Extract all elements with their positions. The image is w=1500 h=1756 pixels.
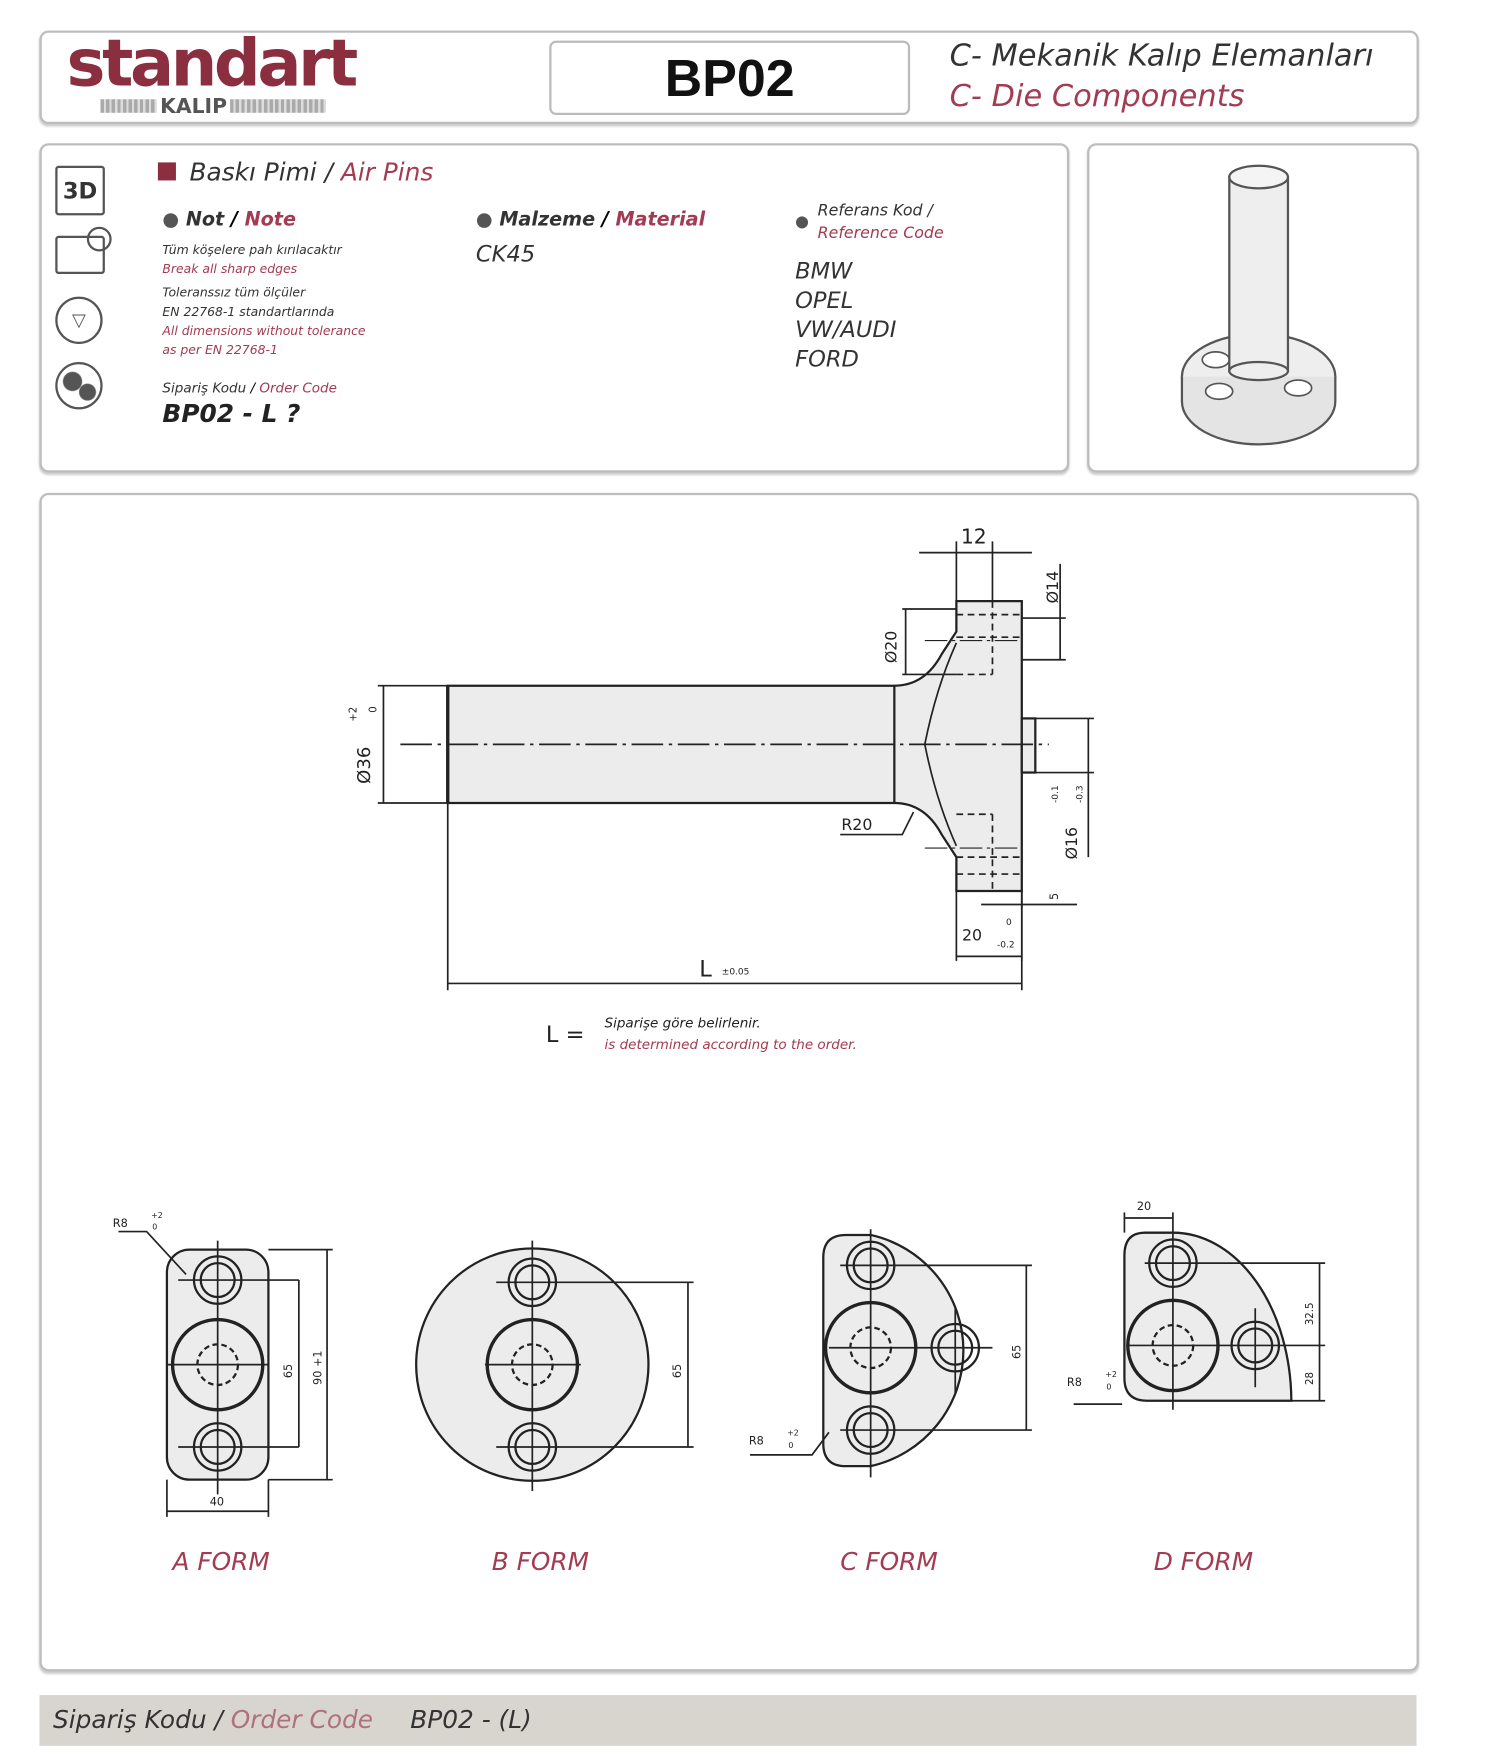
title-en: Air Pins — [340, 159, 434, 188]
d-form-h28: 28 — [1305, 1372, 1316, 1385]
c-form-r-tol-lo: 0 — [788, 1441, 793, 1450]
bullet-icon: ● — [475, 208, 493, 232]
category-tr: C- Mekanik Kalıp Elemanları — [949, 38, 1374, 74]
reference-label-tr: Referans Kod / — [817, 201, 933, 220]
note-section: ● Not / Note Tüm köşelere pah kırılacakt… — [162, 208, 366, 429]
title-square-icon — [157, 162, 176, 181]
cad-icon[interactable] — [55, 226, 112, 275]
d-form-r: R8 — [1067, 1376, 1082, 1389]
material-label-en: Material — [615, 208, 706, 232]
footer-label-en: Order Code — [230, 1706, 374, 1735]
product-code: BP02 — [664, 48, 795, 108]
a-form-r-tol-up: +2 — [151, 1211, 163, 1220]
product-code-box: BP02 — [549, 40, 911, 116]
dim-d16: Ø16 — [1062, 827, 1081, 859]
note-line: as per EN 22768-1 — [162, 342, 278, 358]
reference-section: ● Referans Kod / Reference Code BMW OPEL V… — [795, 200, 944, 374]
order-label-en: Order Code — [259, 380, 337, 396]
logo-sub: KALIP — [156, 94, 231, 119]
reference-item: FORD — [795, 345, 859, 373]
b-form-drawing — [415, 1240, 694, 1491]
dim-5: 5 — [1048, 893, 1061, 900]
l-note-prefix: L = — [546, 1022, 585, 1048]
title-tr: Baskı Pimi — [189, 159, 317, 188]
note-line: EN 22768-1 standartlarında — [162, 304, 335, 320]
note-line: Break all sharp edges — [162, 261, 298, 277]
dim-L-tol: ±0.05 — [722, 967, 750, 977]
side-icons: 3D ▽ — [55, 165, 112, 410]
d-form-drawing — [1073, 1212, 1326, 1410]
dim-d14: Ø14 — [1043, 571, 1062, 603]
logo-main: standart — [66, 24, 359, 102]
a-form-w40: 40 — [210, 1496, 224, 1509]
c-form-label: C FORM — [840, 1547, 938, 1576]
b-form-label: B FORM — [492, 1547, 589, 1576]
d-form-r-tol-lo: 0 — [1106, 1382, 1111, 1391]
tolerance-icon[interactable]: ▽ — [55, 296, 103, 344]
pin-side-view — [400, 599, 1049, 893]
note-line: Tüm köşelere pah kırılacaktır — [162, 242, 342, 258]
order-value: BP02 - L ? — [162, 400, 301, 429]
note-line: All dimensions without tolerance — [162, 323, 366, 339]
d-form-r-tol-up: +2 — [1105, 1370, 1117, 1379]
dim-d36-tol-lo: 0 — [369, 706, 380, 712]
material-label-tr: Malzeme — [499, 208, 596, 232]
c-form-h65: 65 — [1011, 1345, 1024, 1359]
globe-icon[interactable] — [55, 362, 103, 410]
header-box: standart KALIP BP02 C- Mekanik Kalıp Ele… — [39, 24, 1419, 125]
reference-label-en: Reference Code — [817, 224, 944, 243]
a-form-drawing — [118, 1230, 333, 1517]
dim-12: 12 — [961, 525, 987, 549]
dim-d36: Ø36 — [354, 747, 375, 784]
logo: standart KALIP — [66, 24, 360, 121]
dimension-lines — [377, 541, 1094, 991]
a-form-h90: 90 +1 — [311, 1350, 324, 1385]
dim-d16-tol-lo: -0.3 — [1076, 785, 1086, 803]
b-form-h65: 65 — [671, 1364, 684, 1378]
dim-r20: R20 — [841, 815, 872, 834]
dim-20-tol-up: 0 — [1006, 918, 1012, 928]
reference-item: BMW — [795, 257, 853, 285]
material-value: CK45 — [475, 240, 536, 268]
l-note-en: is determined according to the order. — [605, 1037, 857, 1053]
product-3d-image — [1180, 164, 1337, 446]
footer-order-bar: Sipariş Kodu / Order Code BP02 - (L) — [39, 1695, 1417, 1746]
dim-20: 20 — [962, 926, 982, 945]
footer-label-tr: Sipariş Kodu / — [53, 1706, 231, 1735]
note-label-tr: Not — [185, 208, 225, 232]
category-en: C- Die Components — [949, 78, 1245, 114]
dim-20-tol-lo: -0.2 — [997, 940, 1015, 950]
section-title: Baskı Pimi / Air Pins — [157, 159, 434, 188]
a-form-r: R8 — [113, 1217, 128, 1230]
dim-d16-tol-up: -0.1 — [1051, 785, 1061, 803]
c-form-r-tol-up: +2 — [787, 1429, 799, 1438]
l-note-tr: Siparişe göre belirlenir. — [605, 1015, 761, 1031]
note-label-en: Note — [244, 208, 296, 232]
a-form-r-tol-lo: 0 — [152, 1222, 157, 1231]
c-form-r: R8 — [749, 1435, 764, 1448]
bullet-icon: ● — [162, 208, 180, 232]
reference-item: OPEL — [795, 286, 854, 314]
a-form-h65: 65 — [282, 1364, 295, 1378]
bullet-icon: ● — [795, 213, 809, 232]
order-label-tr: Sipariş Kodu — [162, 380, 247, 396]
d-form-h325: 32.5 — [1305, 1303, 1316, 1326]
dim-L: L — [699, 957, 712, 983]
d-form-w20: 20 — [1137, 1200, 1151, 1213]
c-form-drawing — [749, 1229, 1032, 1478]
product-image-box — [1087, 143, 1419, 473]
d-form-label: D FORM — [1154, 1547, 1253, 1576]
reference-item: VW/AUDI — [795, 315, 897, 343]
material-section: ● Malzeme / Material CK45 — [475, 208, 706, 268]
3d-icon[interactable]: 3D — [55, 165, 105, 216]
title-sep: / — [316, 159, 341, 188]
dim-d36-tol-up: +2 — [348, 707, 359, 722]
info-box: 3D ▽ Baskı Pimi / Air Pins ● Not / Note … — [39, 143, 1070, 473]
note-line: Toleranssız tüm ölçüler — [162, 285, 306, 300]
footer-order-value: BP02 - (L) — [410, 1706, 532, 1735]
dim-d20: Ø20 — [882, 631, 901, 663]
a-form-label: A FORM — [171, 1547, 270, 1576]
